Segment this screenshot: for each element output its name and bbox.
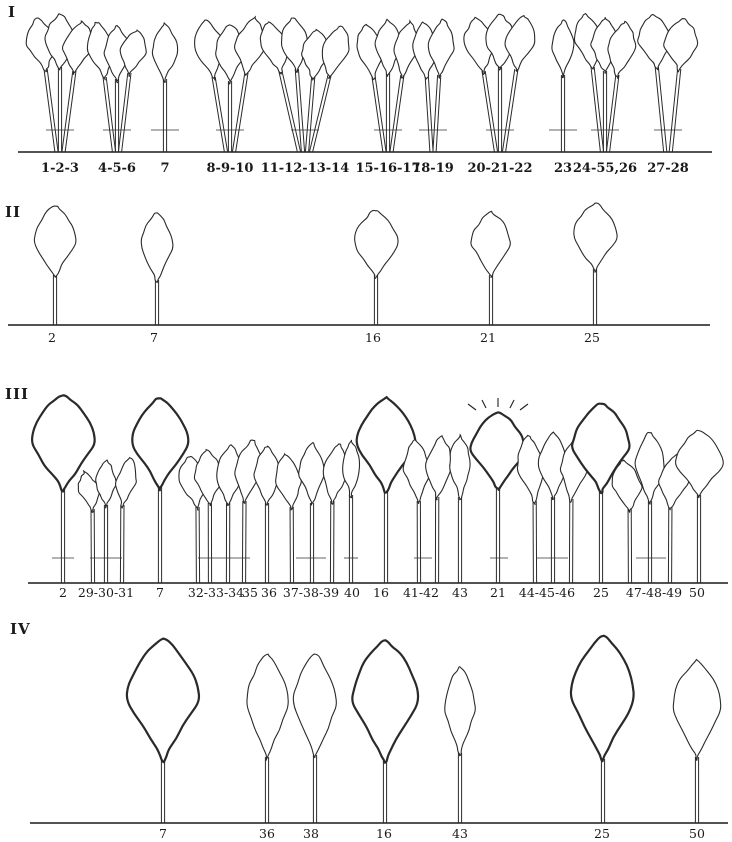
leaf-outline (470, 413, 524, 490)
leaf-outline (445, 667, 476, 756)
group-label-I-9: 24-55,26 (573, 161, 637, 176)
group-label-III-12: 44-45-46 (519, 585, 575, 600)
leaf-outline (34, 206, 76, 277)
stalk-line (390, 75, 401, 152)
stalk-line (375, 77, 386, 152)
leaf-outline (571, 636, 634, 761)
leaf-outline (127, 639, 199, 763)
leaf-outline (673, 660, 720, 761)
group-label-I-8: 23 (554, 161, 572, 176)
group-label-III-9: 41-42 (403, 585, 439, 600)
group-label-III-5: 36 (261, 585, 277, 600)
stalk-line (212, 77, 224, 152)
ray-mark (468, 404, 476, 410)
group-label-III-11: 21 (490, 585, 506, 600)
stalk-line (485, 71, 497, 152)
group-label-III-1: 29-30-31 (78, 585, 134, 600)
ray-mark (510, 400, 514, 408)
group-label-I-5: 15-16-17 (355, 161, 420, 176)
ray-mark (482, 400, 486, 408)
leaf-outline (247, 654, 288, 760)
group-label-II-0: 2 (48, 330, 56, 345)
leaf-outline (664, 19, 698, 73)
leaf-outline (116, 458, 137, 508)
leaf-outline (343, 440, 360, 498)
group-label-III-6: 37-38-39 (283, 585, 339, 600)
group-label-I-4: 11-12-13-14 (261, 161, 350, 176)
group-label-IV-6: 50 (689, 826, 705, 841)
leaf-outline (574, 203, 617, 272)
leaf-outline (426, 436, 452, 500)
stalk-line (236, 73, 248, 152)
stalk-line (215, 77, 227, 152)
group-label-I-1: 4-5-6 (98, 161, 136, 176)
stalk-line (295, 69, 301, 152)
leaf-outline (428, 19, 454, 78)
group-label-III-4: 35 (242, 585, 258, 600)
stalk-line (393, 75, 404, 152)
leaf-outline (355, 210, 398, 278)
group-label-IV-4: 43 (452, 826, 468, 841)
stalk-line (44, 69, 55, 152)
stalk-line (298, 69, 304, 152)
stalk-line (372, 77, 383, 152)
leaf-outline (141, 213, 173, 283)
group-label-III-2: 7 (156, 585, 164, 600)
leaf-outline (299, 443, 325, 505)
stalk-line (47, 69, 58, 152)
group-label-I-6: 18-19 (412, 161, 454, 176)
leaf-outline (322, 26, 349, 78)
group-label-I-7: 20-21-22 (467, 161, 532, 176)
stalk-line (482, 71, 494, 152)
group-label-III-10: 43 (452, 585, 468, 600)
stalk-line (502, 69, 514, 152)
group-label-IV-0: 7 (159, 826, 167, 841)
leaf-outline (552, 20, 574, 78)
leaf-outline (352, 640, 418, 762)
group-label-IV-3: 16 (376, 826, 392, 841)
stalk-line (62, 71, 73, 152)
group-label-II-4: 25 (584, 330, 600, 345)
group-label-I-0: 1-2-3 (41, 161, 79, 176)
leaf-outline (96, 460, 116, 508)
group-label-III-0: 2 (59, 585, 67, 600)
stalk-line (313, 75, 332, 152)
group-label-I-2: 7 (160, 161, 169, 176)
leaf-drawings (8, 14, 728, 823)
stalk-line (65, 71, 76, 152)
group-label-III-15: 50 (689, 585, 705, 600)
group-label-I-3: 8-9-10 (207, 161, 254, 176)
leaf-outline (450, 435, 470, 500)
ray-mark (520, 404, 528, 410)
stalk-line (279, 71, 298, 152)
group-label-IV-1: 36 (259, 826, 275, 841)
stalk-line (506, 69, 518, 152)
group-label-III-13: 25 (593, 585, 609, 600)
group-label-II-1: 7 (150, 330, 158, 345)
stalk-line (305, 77, 311, 152)
leaf-outline (276, 454, 302, 510)
stalk-line (282, 71, 301, 152)
leaf-outline (293, 654, 336, 758)
leaf-outline (152, 23, 177, 82)
group-label-III-7: 40 (344, 585, 360, 600)
group-label-IV-5: 25 (594, 826, 610, 841)
group-label-IV-2: 38 (303, 826, 319, 841)
stalk-line (232, 73, 244, 152)
group-label-III-3: 32-33-34 (188, 585, 244, 600)
leaf-outline (471, 211, 510, 277)
group-label-II-2: 16 (365, 330, 381, 345)
group-label-II-3: 21 (480, 330, 496, 345)
leaf-outline (357, 397, 416, 492)
group-label-III-8: 16 (373, 585, 389, 600)
group-label-I-10: 27-28 (647, 161, 689, 176)
group-label-III-14: 47-48-49 (626, 585, 682, 600)
